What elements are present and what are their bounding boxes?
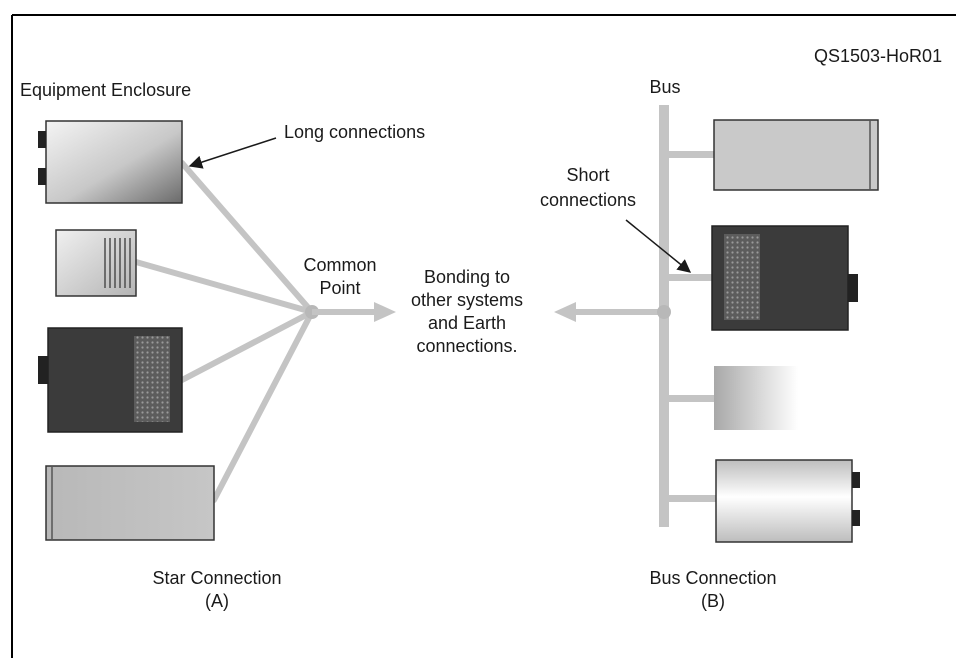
figure-frame [11,14,956,658]
star-line-4 [211,309,315,503]
short-connections-label-line2: connections [540,190,636,210]
bonding-label-line2: other systems [411,290,523,310]
bus-branch-1 [664,151,716,158]
bus-bar [657,105,716,527]
enclosure-bus-4 [715,459,860,543]
star-connection-caption-line2: (A) [205,591,229,611]
bus-label: Bus [649,77,680,97]
star-line-2 [133,259,315,315]
bus-branch-3 [664,395,716,402]
enclosure-star-2 [55,229,137,297]
bus-connection-caption-line2: (B) [701,591,725,611]
enclosure-bus-2 [711,225,858,331]
enclosure-star-3 [38,327,183,433]
figure-id: QS1503-HoR01 [814,46,942,66]
star-connection-caption-line1: Star Connection [152,568,281,588]
star-line-1 [179,160,315,315]
enclosure-bus-1 [713,119,879,191]
star-line-3 [179,309,315,383]
long-connections-arrow [188,137,277,169]
short-connections-arrow [625,219,692,273]
enclosure-bus-3 [714,366,798,430]
bonding-label-line1: Bonding to [424,267,510,287]
long-connections-label: Long connections [284,122,425,142]
enclosure-star-4 [45,465,215,541]
bus-branch-4 [664,495,716,502]
common-point-label-line1: Common [303,255,376,275]
equipment-enclosure-label: Equipment Enclosure [20,80,191,100]
common-point-label-line2: Point [319,278,360,298]
enclosure-star-1 [38,120,183,204]
bus-connection-caption-line1: Bus Connection [649,568,776,588]
bonding-label-line3: and Earth [428,313,506,333]
short-connections-label-line1: Short [566,165,609,185]
bonding-label-line4: connections. [416,336,517,356]
star-connections [133,160,315,503]
bonding-arrows [312,302,664,322]
bus-branch-2 [664,274,712,281]
